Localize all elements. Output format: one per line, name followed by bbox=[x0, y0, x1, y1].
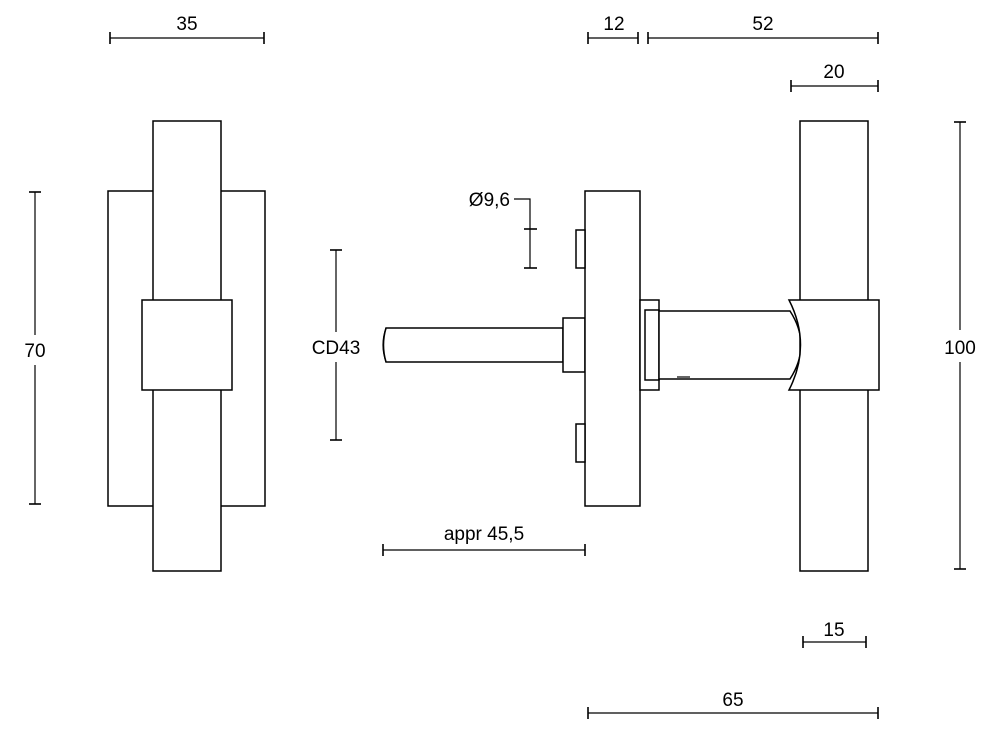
side-hub bbox=[787, 299, 880, 391]
spindle bbox=[382, 327, 564, 363]
dim-label-total-depth: 65 bbox=[722, 690, 743, 711]
dim-label-spindle-length: appr 45,5 bbox=[444, 524, 524, 545]
spindle-collar bbox=[562, 317, 586, 373]
dim-label-spindle-diameter: Ø9,6 bbox=[469, 190, 510, 211]
dim-label-projection: 52 bbox=[752, 14, 773, 35]
dim-label-rose-thickness: 12 bbox=[603, 14, 624, 35]
washer-inner bbox=[644, 309, 660, 381]
dim-label-center-distance: CD43 bbox=[312, 338, 361, 359]
front-hub bbox=[141, 299, 233, 391]
dim-label-front-width: 35 bbox=[176, 14, 197, 35]
fixing-pin-top bbox=[575, 229, 586, 269]
dim-label-lever-width: 20 bbox=[823, 62, 844, 83]
side-rose-plate bbox=[584, 190, 641, 507]
dimension-lines bbox=[29, 32, 966, 719]
fixing-pin-bottom bbox=[575, 423, 586, 463]
dim-label-rose-height: 70 bbox=[24, 341, 45, 362]
lever-neck bbox=[658, 310, 802, 380]
front-view bbox=[107, 120, 266, 572]
dim-label-grip-width: 15 bbox=[823, 620, 844, 641]
dim-label-lever-height: 100 bbox=[944, 338, 976, 359]
spindle-tip bbox=[382, 327, 387, 363]
side-view bbox=[382, 120, 880, 572]
